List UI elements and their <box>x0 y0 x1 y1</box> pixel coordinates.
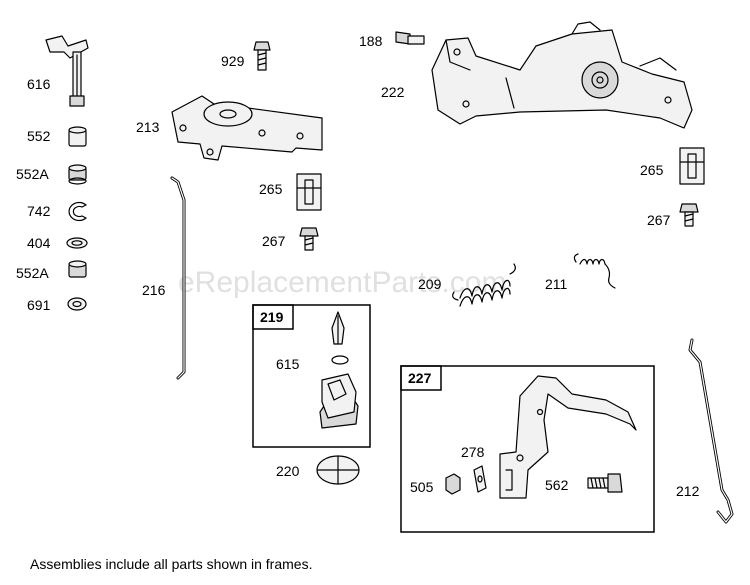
part-265-clip-right <box>679 147 705 185</box>
label-212: 212 <box>676 483 700 499</box>
footnote-text: Assemblies include all parts shown in fr… <box>30 556 313 572</box>
part-213-bracket <box>171 95 323 161</box>
part-222-control-bracket <box>431 21 693 129</box>
part-616-throttle-shaft <box>45 35 89 107</box>
label-552a-lower: 552A <box>16 265 49 281</box>
label-265-right: 265 <box>640 162 664 178</box>
label-220: 220 <box>276 463 300 479</box>
label-615: 615 <box>276 356 300 372</box>
label-562: 562 <box>545 477 569 493</box>
frame-227-label: 227 <box>408 370 432 386</box>
label-267-left: 267 <box>262 233 286 249</box>
part-220-disc <box>316 455 360 485</box>
part-929-screw <box>253 41 271 71</box>
part-404-washer <box>66 237 88 249</box>
part-552a-seal-upper <box>68 164 87 185</box>
part-267-screw-right <box>679 203 699 227</box>
part-211-spring <box>573 253 616 289</box>
label-691: 691 <box>27 297 51 313</box>
part-691-nut <box>67 297 87 311</box>
label-211: 211 <box>545 276 568 292</box>
label-222: 222 <box>381 84 405 100</box>
label-929: 929 <box>221 53 245 69</box>
label-278: 278 <box>461 444 485 460</box>
part-267-screw-left <box>299 227 319 251</box>
part-216-link-rod <box>170 176 186 380</box>
part-188-screw <box>395 31 425 45</box>
label-505: 505 <box>410 479 434 495</box>
frame-227-assembly: 227 <box>400 365 655 533</box>
label-216: 216 <box>142 282 166 298</box>
label-209: 209 <box>418 276 442 292</box>
part-742-e-ring <box>68 201 87 222</box>
part-265-clip-left <box>296 173 322 211</box>
label-404: 404 <box>27 235 51 251</box>
label-267-right: 267 <box>647 212 671 228</box>
label-213: 213 <box>136 119 160 135</box>
part-552a-seal-lower <box>68 260 87 278</box>
label-265-left: 265 <box>259 181 283 197</box>
part-552-bushing <box>68 126 87 147</box>
part-209-spring <box>452 263 516 307</box>
label-616: 616 <box>27 76 51 92</box>
watermark-text: eReplacementParts.com <box>178 266 506 299</box>
label-552a-upper: 552A <box>16 166 49 182</box>
frame-219-assembly: 219 <box>252 304 371 448</box>
label-742: 742 <box>27 203 51 219</box>
label-552: 552 <box>27 128 51 144</box>
label-188: 188 <box>359 33 383 49</box>
frame-219-label: 219 <box>260 309 284 325</box>
part-212-rod <box>688 338 734 524</box>
